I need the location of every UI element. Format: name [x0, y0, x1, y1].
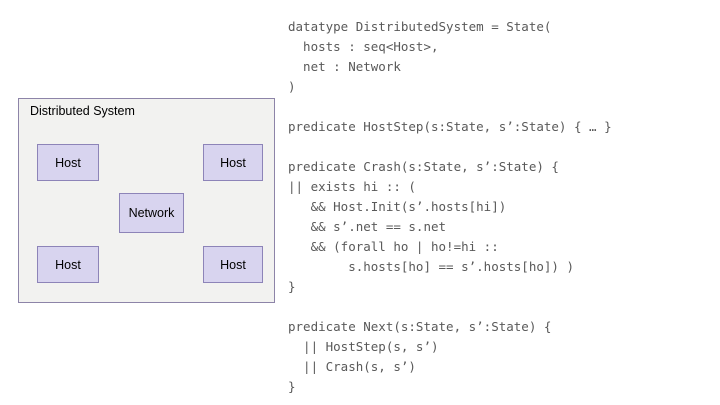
- host-node-top-right: Host: [203, 144, 263, 181]
- host-node-top-left: Host: [37, 144, 99, 181]
- distributed-system-diagram: Distributed System Host Host Network Hos…: [18, 98, 275, 303]
- host-node-bottom-left: Host: [37, 246, 99, 283]
- code-block-predicate-next: predicate Next(s:State, s’:State) { || H…: [288, 319, 552, 394]
- code-block-predicate-hoststep: predicate HostStep(s:State, s’:State) { …: [288, 119, 612, 134]
- host-node-bottom-right: Host: [203, 246, 263, 283]
- diagram-title: Distributed System: [30, 104, 135, 118]
- code-block-predicate-crash: predicate Crash(s:State, s’:State) { || …: [288, 159, 574, 294]
- code-listing: datatype DistributedSystem = State( host…: [288, 17, 712, 397]
- code-block-datatype-distributedsystem: datatype DistributedSystem = State( host…: [288, 19, 552, 94]
- network-node: Network: [119, 193, 184, 233]
